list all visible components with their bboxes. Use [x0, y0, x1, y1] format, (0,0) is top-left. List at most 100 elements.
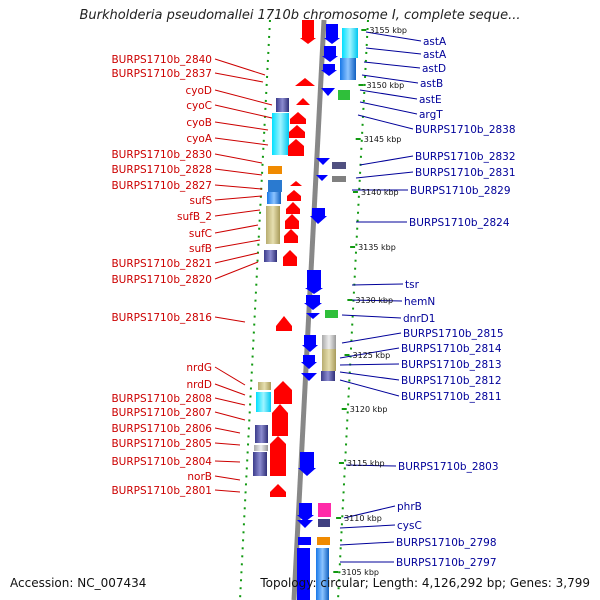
left-gene-label[interactable]: norB [187, 471, 241, 483]
right-gene-name: astB [420, 78, 443, 90]
right-gene-label[interactable]: tsr [351, 279, 420, 291]
left-gene-name: sufB_2 [177, 211, 212, 223]
right-gene-label[interactable]: BURPS1710b_2831 [355, 167, 516, 179]
right-gene-label[interactable]: BURPS1710b_2803 [345, 461, 499, 473]
right-gene-label[interactable]: BURPS1710b_2814 [339, 343, 502, 359]
topology-text: Topology: circular; Length: 4,126,292 bp… [260, 576, 590, 590]
right-gene-label[interactable]: cysC [339, 520, 422, 532]
left-gene-name: sufS [190, 195, 213, 207]
right-gene-label[interactable]: BURPS1710b_2838 [357, 114, 516, 136]
left-gene-label[interactable]: BURPS1710b_2820 [111, 261, 259, 286]
left-gene-name: cyoD [186, 85, 213, 97]
feature-block[interactable] [267, 192, 281, 204]
right-gene-label[interactable]: astA [365, 31, 447, 48]
left-gene-label[interactable]: BURPS1710b_2801 [111, 485, 241, 497]
right-gene-label[interactable]: dnrD1 [341, 313, 435, 325]
right-gene-name: BURPS1710b_2824 [409, 217, 510, 229]
kbp-text: 3135 kbp [358, 243, 396, 252]
feature-block[interactable] [272, 113, 289, 155]
right-gene-label[interactable]: BURPS1710b_2813 [339, 359, 502, 371]
kbp-text: 3120 kbp [350, 405, 388, 414]
left-gene-label[interactable]: BURPS1710b_2821 [111, 252, 259, 270]
right-gene-name: argT [419, 109, 443, 121]
feature-block[interactable] [268, 166, 282, 174]
feature-block[interactable] [322, 335, 336, 349]
right-gene-label[interactable]: BURPS1710b_2811 [339, 379, 502, 403]
left-gene-label[interactable]: BURPS1710b_2828 [111, 164, 263, 176]
kbp-scale-label: 3125 kbp [344, 351, 391, 360]
right-gene-label[interactable]: astD [363, 61, 446, 75]
left-gene-name: BURPS1710b_2816 [111, 312, 212, 324]
right-gene-name: BURPS1710b_2831 [415, 167, 516, 179]
feature-block[interactable] [276, 98, 289, 112]
left-gene-label[interactable]: nrdD [186, 379, 246, 396]
left-gene-label[interactable]: BURPS1710b_2840 [111, 54, 266, 76]
feature-block[interactable] [256, 392, 271, 412]
feature-block[interactable] [332, 162, 346, 169]
right-gene-label[interactable]: BURPS1710b_2797 [340, 557, 497, 569]
right-gene-label[interactable]: BURPS1710b_2798 [339, 537, 497, 549]
feature-block[interactable] [266, 206, 280, 244]
kbp-text: 3125 kbp [353, 351, 391, 360]
right-gene-name: astA [423, 36, 447, 48]
left-gene-label[interactable]: BURPS1710b_2804 [111, 456, 241, 468]
right-gene-label[interactable]: BURPS1710b_2829 [352, 185, 511, 197]
left-gene-label[interactable]: sufS [190, 195, 263, 207]
feature-block[interactable] [342, 28, 358, 58]
feature-block[interactable] [340, 58, 356, 80]
left-gene-name: BURPS1710b_2805 [111, 438, 212, 450]
feature-block[interactable] [338, 90, 350, 100]
left-gene-label[interactable]: BURPS1710b_2806 [111, 423, 241, 435]
kbp-scale-label: 3115 kbp [338, 459, 385, 468]
kbp-scale-label: 3120 kbp [341, 405, 388, 414]
left-gene-label[interactable]: sufB_2 [177, 209, 261, 223]
feature-block[interactable] [268, 180, 282, 192]
right-gene-name: BURPS1710b_2812 [401, 375, 502, 387]
left-gene-name: cyoB [186, 117, 212, 129]
right-gene-label[interactable]: argT [359, 101, 443, 121]
feature-block[interactable] [321, 371, 335, 381]
feature-block[interactable] [318, 503, 331, 517]
left-gene-label[interactable]: sufC [189, 224, 259, 240]
right-gene-label[interactable]: phrB [343, 501, 422, 519]
left-gene-label[interactable]: cyoA [186, 133, 269, 146]
feature-block[interactable] [255, 425, 268, 443]
feature-block[interactable] [316, 548, 329, 600]
left-gene-label[interactable]: BURPS1710b_2808 [111, 393, 246, 406]
left-gene-label[interactable]: sufB [189, 239, 261, 255]
feature-block[interactable] [332, 176, 346, 182]
right-gene-label[interactable]: astE [359, 89, 442, 106]
left-gene-label[interactable]: BURPS1710b_2830 [111, 149, 263, 164]
feature-block[interactable] [254, 445, 268, 451]
feature-block[interactable] [264, 250, 277, 262]
forward-genes[interactable] [270, 20, 316, 497]
right-gene-label[interactable]: astA [365, 47, 447, 61]
right-gene-name: BURPS1710b_2814 [401, 343, 502, 355]
feature-block[interactable] [318, 519, 330, 527]
left-gene-label[interactable]: cyoC [186, 100, 273, 119]
feature-block[interactable] [258, 382, 271, 390]
right-gene-label[interactable]: BURPS1710b_2832 [359, 151, 516, 166]
reverse-genes[interactable] [297, 24, 340, 600]
feature-block[interactable] [317, 537, 330, 545]
feature-block[interactable] [325, 310, 338, 318]
left-gene-label[interactable]: BURPS1710b_2837 [111, 68, 264, 83]
left-gene-label[interactable]: BURPS1710b_2816 [111, 312, 246, 324]
right-gene-label[interactable]: BURPS1710b_2812 [339, 371, 502, 387]
right-gene-label[interactable]: BURPS1710b_2815 [341, 328, 504, 344]
left-gene-name: sufC [189, 228, 212, 240]
left-gene-label[interactable]: BURPS1710b_2827 [111, 180, 263, 192]
feature-block[interactable] [253, 452, 267, 476]
left-gene-label[interactable]: BURPS1710b_2807 [111, 407, 246, 421]
right-gene-name: phrB [397, 501, 422, 513]
right-gene-label[interactable]: astB [361, 74, 443, 90]
feature-block[interactable] [322, 349, 336, 371]
left-gene-label[interactable]: nrdG [186, 362, 246, 386]
right-gene-label[interactable]: hemN [347, 296, 435, 308]
left-gene-label[interactable]: BURPS1710b_2805 [111, 438, 241, 450]
left-gene-label[interactable]: cyoB [186, 117, 269, 131]
left-gene-label[interactable]: cyoD [186, 85, 273, 106]
right-gene-label[interactable]: BURPS1710b_2824 [356, 217, 510, 229]
left-gene-name: norB [187, 471, 212, 483]
